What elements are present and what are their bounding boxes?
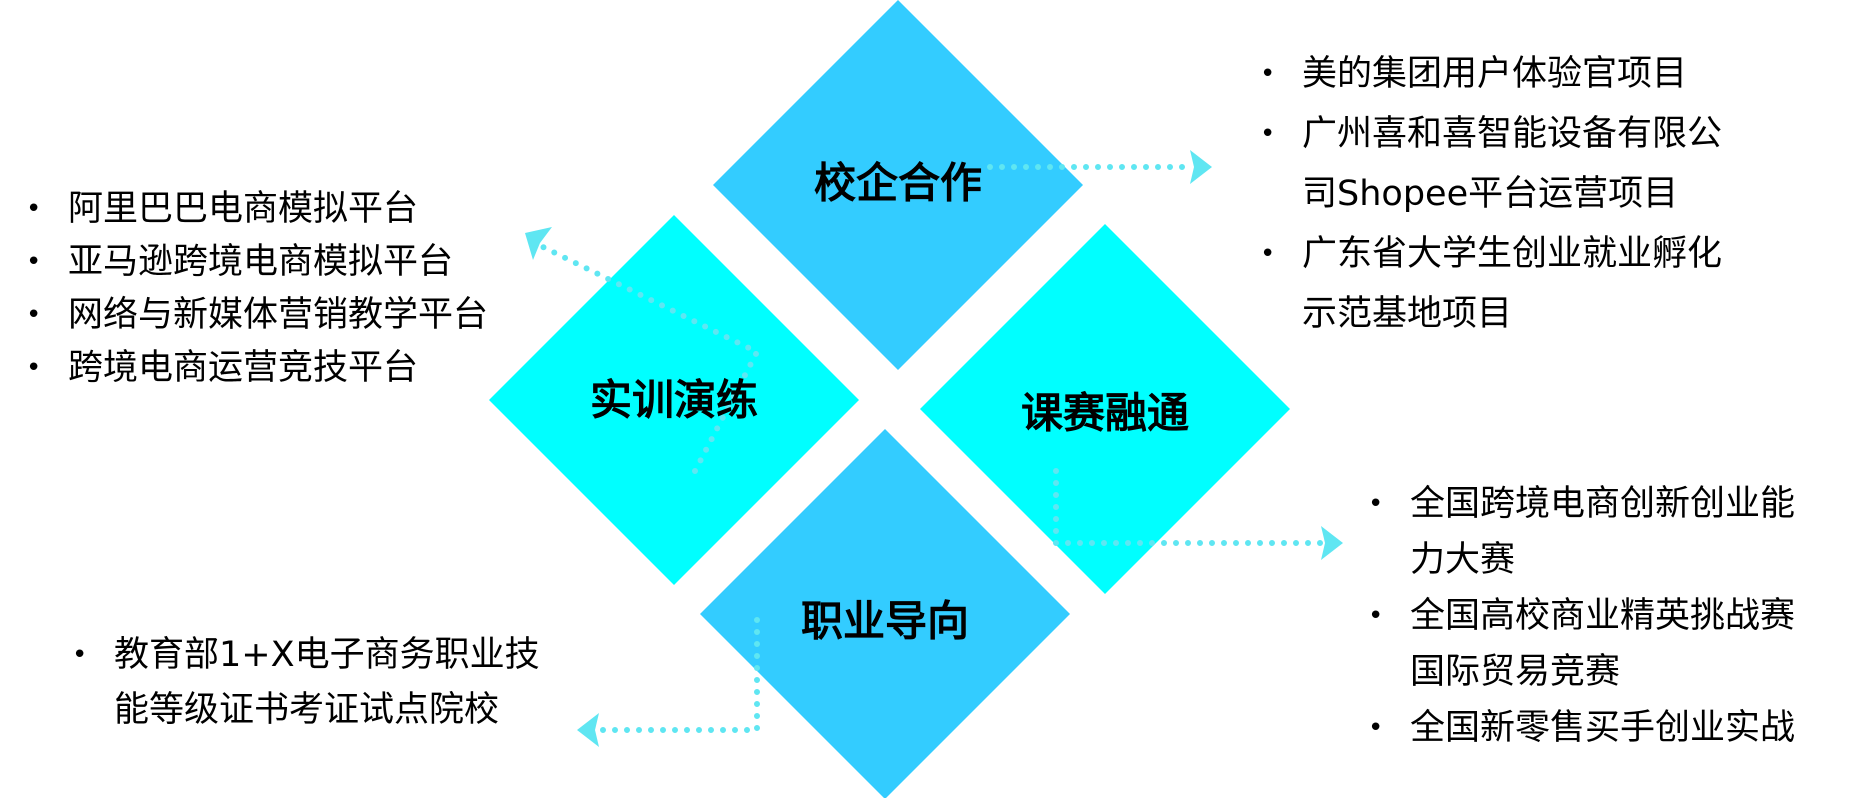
diamond-top [713,0,1083,370]
list-item-text: 阿里巴巴电商模拟平台 [68,189,419,229]
list-item-text: 全国新零售买手创业实战 [1410,708,1796,748]
list-left: 阿里巴巴电商模拟平台 亚马逊跨境电商模拟平台 网络与新媒体营销教学平台 跨境电商… [26,183,488,395]
arrowhead-top-icon [1190,150,1212,184]
arrowhead-left-icon [525,227,552,260]
list-item-text: 教育部1+X电子商务职业技 [114,635,540,675]
list-item-text: 美的集团用户体验官项目 [1302,54,1688,94]
diamond-left [489,215,859,585]
list-item-text: 司Shopee平台运营项目 [1302,174,1679,214]
list-item-text: 示范基地项目 [1302,294,1513,334]
label-career-orientation: 职业导向 [800,596,970,646]
list-item-text: 能等级证书考证试点院校 [114,690,500,730]
list-item-text: 跨境电商运营竞技平台 [68,348,419,388]
dotted-connector-left [540,244,762,474]
arrowhead-right-icon [1321,526,1343,560]
list-item-text: 亚马逊跨境电商模拟平台 [68,242,454,282]
list-item-text: 全国高校商业精英挑战赛 [1410,596,1796,636]
list-item: 跨境电商运营竞技平台 [26,342,488,395]
arrowhead-bottom-icon [577,713,599,747]
list-item-text: 广东省大学生创业就业孵化 [1302,234,1723,274]
dotted-connector-bottom [595,617,760,733]
list-item: 阿里巴巴电商模拟平台 [26,183,488,236]
list-item-text: 广州喜和喜智能设备有限公 [1302,114,1723,154]
list-item-text: 力大赛 [1410,540,1516,580]
list-item: 网络与新媒体营销教学平台 [26,289,488,342]
list-item-text: 全国跨境电商创新创业能 [1410,484,1796,524]
label-practical-training: 实训演练 [589,375,759,425]
label-school-enterprise: 校企合作 [813,158,983,208]
list-item-text: 网络与新媒体营销教学平台 [68,295,489,335]
list-item: 全国新零售买手创业实战 [1368,700,1795,756]
list-item: 亚马逊跨境电商模拟平台 [26,236,488,289]
diamond-right [920,224,1290,594]
dotted-connector-right [1053,468,1325,546]
diamond-bottom [700,429,1070,798]
list-item: 美的集团用户体验官项目 [1260,44,1722,104]
list-item-text: 国际贸易竞赛 [1410,652,1621,692]
label-course-competition: 课赛融通 [1020,388,1190,438]
